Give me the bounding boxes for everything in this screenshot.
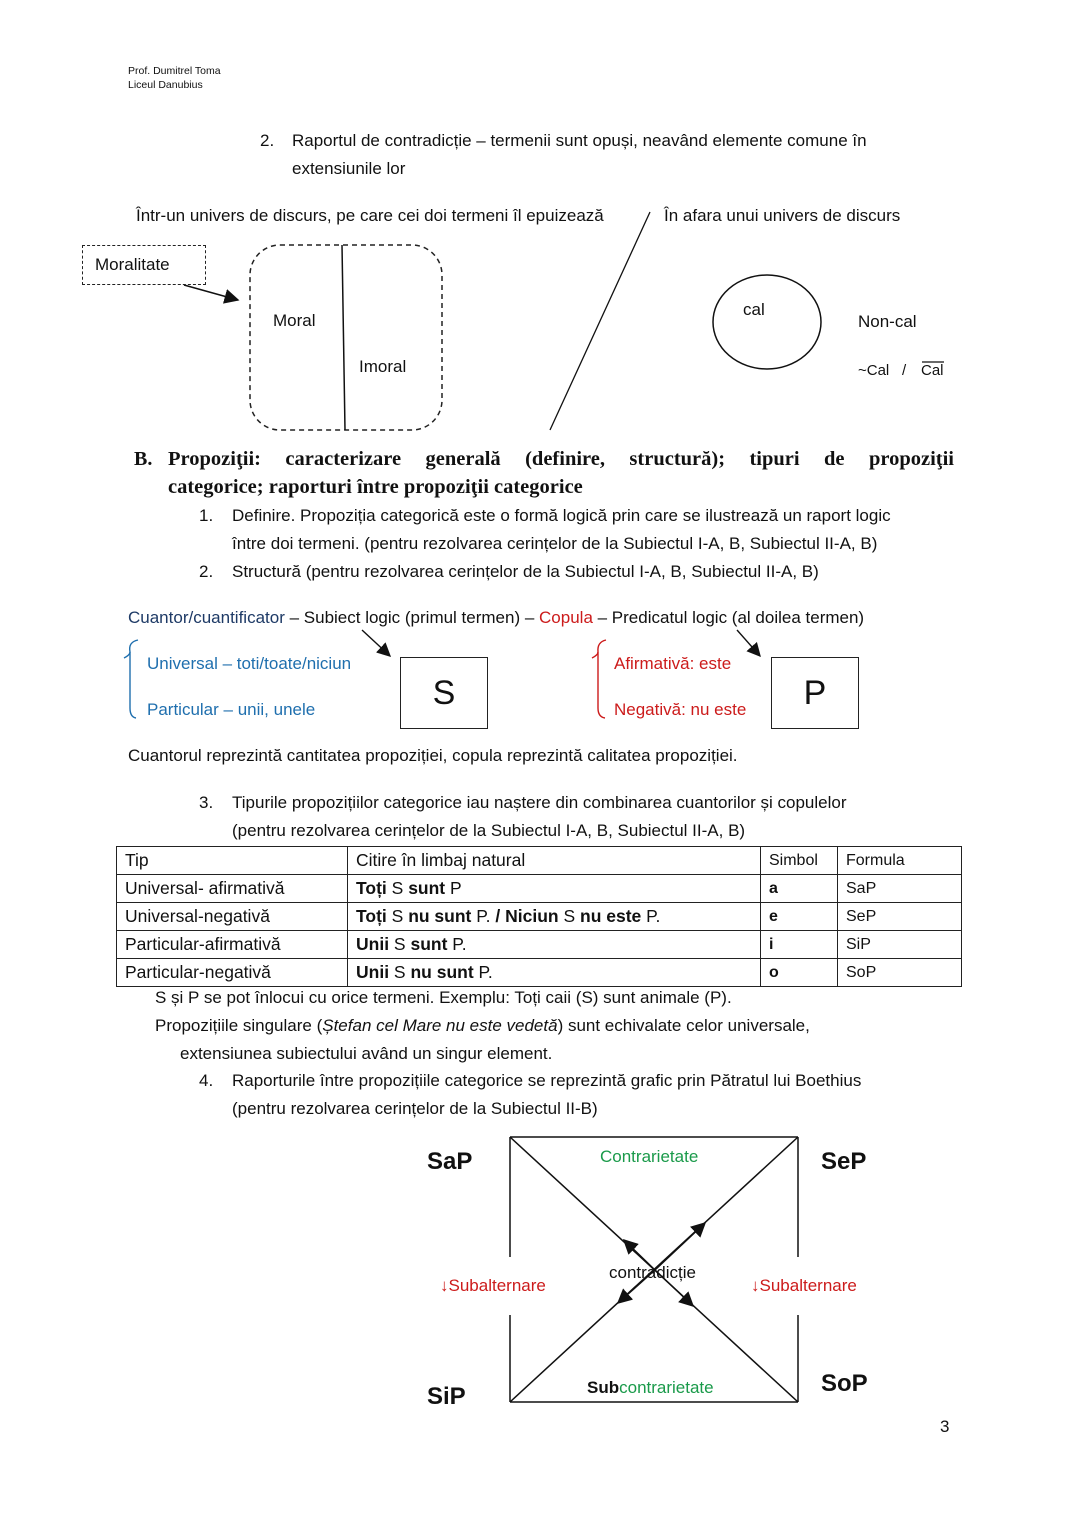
copula-brace xyxy=(597,639,607,719)
cuantor-label: Cuantor/cuantificator xyxy=(128,608,285,627)
types-line2: (pentru rezolvarea cerințelor de la Subi… xyxy=(232,821,746,840)
row-formula: SaP xyxy=(837,874,962,903)
boethius-square xyxy=(509,1136,799,1403)
row-citire: Toți S nu sunt P. / Niciun S nu este P. xyxy=(347,902,761,931)
row-tip: Universal-negativă xyxy=(116,902,348,931)
p-box: P xyxy=(771,657,859,729)
row-simbol: e xyxy=(760,902,838,931)
neg-sep: / xyxy=(902,362,907,379)
s-box: S xyxy=(400,657,488,729)
concept-box: Moralitate xyxy=(82,245,206,285)
contradictie-label: contradicție xyxy=(609,1263,696,1282)
label-sip: SiP xyxy=(427,1383,466,1410)
contradiction-arrow-se xyxy=(654,1269,695,1308)
label-sep: SeP xyxy=(821,1148,867,1175)
row-tip: Particular-afirmativă xyxy=(116,930,348,959)
row-tip: Particular-negativă xyxy=(116,958,348,987)
section-heading-line1: Propoziţii: caracterizare generală (defi… xyxy=(168,448,954,470)
cal-circle xyxy=(712,274,822,370)
universe-box xyxy=(249,244,443,431)
structure-diagram xyxy=(123,629,761,719)
structure-note: Cuantorul reprezintă cantitatea propoziț… xyxy=(128,746,738,765)
square-line1: Raporturile între propozițiile categoric… xyxy=(232,1071,862,1090)
copula-label: Copula xyxy=(539,608,593,627)
predicate-arrow xyxy=(736,629,761,658)
types-number: 3. xyxy=(199,793,214,812)
table-row: Particular-afirmativă Unii S sunt P. i S… xyxy=(116,930,962,959)
term-imoral: Imoral xyxy=(359,357,407,376)
subject-label: – Subiect logic (primul termen) – xyxy=(284,608,540,627)
header-formula: Formula xyxy=(837,846,962,875)
slash-line xyxy=(549,211,651,431)
item1-line2: între doi termeni. (pentru rezolvarea ce… xyxy=(232,534,878,553)
contradiction-arrow-sw xyxy=(616,1269,656,1304)
subalternare-left: ↓Subalternare xyxy=(440,1276,546,1295)
header-citire: Citire în limbaj natural xyxy=(347,846,761,875)
neg-bar: Cal xyxy=(921,362,944,379)
cuantor-brace xyxy=(128,639,139,719)
item2-number: 2. xyxy=(199,562,214,581)
item2-text: Structură (pentru rezolvarea cerințelor … xyxy=(232,562,819,581)
item1-line1: Definire. Propoziția categorică este o f… xyxy=(232,506,891,525)
label-sop: SoP xyxy=(821,1370,868,1397)
table-row: Universal-negativă Toți S nu sunt P. / N… xyxy=(116,902,962,931)
row-citire: Unii S nu sunt P. xyxy=(347,958,761,987)
types-table: Tip Citire în limbaj natural Simbol Form… xyxy=(116,846,962,987)
right-caption: În afara unui univers de discurs xyxy=(664,206,901,225)
row-simbol: i xyxy=(760,930,838,959)
subject-arrow xyxy=(361,629,392,657)
label-sap: SaP xyxy=(427,1148,473,1175)
structure-line: Cuantor/cuantificator – Subiect logic (p… xyxy=(128,608,864,628)
row-tip: Universal- afirmativă xyxy=(116,874,348,903)
left-caption: Într-un univers de discurs, pe care cei … xyxy=(136,206,604,225)
section-letter: B. xyxy=(134,448,153,470)
row-simbol: a xyxy=(760,874,838,903)
square-number: 4. xyxy=(199,1071,214,1090)
row-formula: SeP xyxy=(837,902,962,931)
row-citire: Unii S sunt P. xyxy=(347,930,761,959)
types-line1: Tipurile propozițiilor categorice iau na… xyxy=(232,793,847,812)
table-row: Universal- afirmativă Toți S sunt P a Sa… xyxy=(116,874,962,903)
divider-line xyxy=(341,244,346,431)
row-formula: SiP xyxy=(837,930,962,959)
circle-label: cal xyxy=(743,300,765,319)
contradiction-arrow-nw xyxy=(622,1238,656,1271)
predicate-label: – Predicatul logic (al doilea termen) xyxy=(592,608,865,627)
s-letter: S xyxy=(432,673,456,712)
universal-label: Universal – toti/toate/niciun xyxy=(147,654,352,673)
subcontrarietate-label: Subcontrarietate xyxy=(587,1378,714,1397)
afirmativa-label: Afirmativă: este xyxy=(614,654,732,673)
header-author: Prof. Dumitrel Toma xyxy=(128,65,221,77)
particular-label: Particular – unii, unele xyxy=(147,700,316,719)
subalternare-right: ↓Subalternare xyxy=(751,1276,857,1295)
page-number: 3 xyxy=(940,1417,950,1436)
table-row: Particular-negativă Unii S nu sunt P. o … xyxy=(116,958,962,987)
concept-label: Moralitate xyxy=(95,255,170,274)
header-tip: Tip xyxy=(116,846,348,875)
item1-number: 1. xyxy=(199,506,214,525)
noncal-label: Non-cal xyxy=(858,312,917,331)
after-text1: S și P se pot înlocui cu orice termeni. … xyxy=(155,988,732,1007)
row-simbol: o xyxy=(760,958,838,987)
after-text2: Propozițiile singulare (Ștefan cel Mare … xyxy=(155,1016,810,1035)
neg-tilde: ~Cal xyxy=(858,362,890,379)
negativa-label: Negativă: nu este xyxy=(614,700,747,719)
item-number: 2. xyxy=(260,131,275,150)
row-citire: Toți S sunt P xyxy=(347,874,761,903)
concept-arrow xyxy=(183,284,240,304)
square-line2: (pentru rezolvarea cerințelor de la Subi… xyxy=(232,1099,598,1118)
term-moral: Moral xyxy=(273,311,316,330)
section-heading-line2: categorice; raporturi între propoziţii c… xyxy=(168,476,583,498)
p-letter: P xyxy=(803,673,827,712)
contradiction-arrow-ne xyxy=(654,1221,707,1271)
item-text-line2: extensiunile lor xyxy=(292,159,406,178)
row-formula: SoP xyxy=(837,958,962,987)
contrarietate-label: Contrarietate xyxy=(600,1147,699,1166)
item-text-line1: Raportul de contradicție – termenii sunt… xyxy=(292,131,867,150)
table-header-row: Tip Citire în limbaj natural Simbol Form… xyxy=(116,846,962,875)
contradiction-diagram xyxy=(183,211,944,431)
header-simbol: Simbol xyxy=(760,846,838,875)
after-text3: extensiunea subiectului având un singur … xyxy=(180,1044,553,1063)
header-school: Liceul Danubius xyxy=(128,79,203,91)
